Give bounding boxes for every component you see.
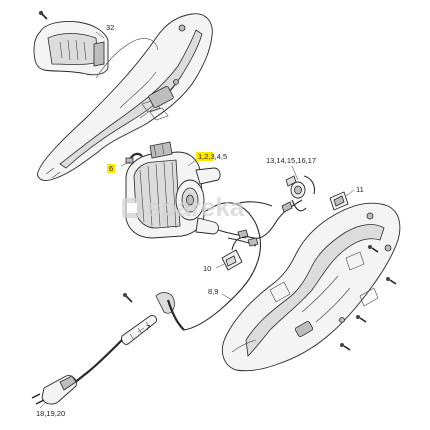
- capacitor: [221, 236, 247, 271]
- callout-18-20: 18,19,20: [36, 409, 65, 418]
- callout-label: 18,19,20: [36, 409, 65, 418]
- callout-11: 11: [356, 185, 364, 194]
- callout-1-5: 1,2,3,4,5: [196, 152, 227, 161]
- leader-lines: [39, 31, 355, 409]
- screw-right-low: [356, 315, 367, 323]
- cord-strain-relief: [121, 292, 185, 345]
- callout-13-17: 13,14,15,16,17: [266, 156, 316, 165]
- callout-label: 10: [203, 264, 211, 273]
- callout-label: 8,9: [208, 287, 218, 296]
- callout-32: 32: [106, 23, 114, 32]
- callout-label: 13,14,15,16,17: [266, 156, 316, 165]
- callout-label: 6: [109, 164, 113, 173]
- screw-right-mid: [386, 277, 397, 285]
- switch-module: [285, 175, 316, 212]
- trigger-lock-part: [329, 191, 349, 211]
- callout-6: 6: [107, 164, 115, 173]
- wiring-harness: [183, 199, 303, 331]
- callout-10: 10: [203, 264, 211, 273]
- label-highlight: [107, 164, 115, 173]
- screw-top-left: [38, 10, 48, 20]
- callout-label: 7: [146, 323, 150, 332]
- callout-label: 11: [356, 185, 364, 194]
- screw-right-bottom: [340, 343, 351, 351]
- screw-cord-area: [123, 293, 133, 303]
- screw-right-top: [368, 245, 379, 253]
- bar-guard-cover: [33, 21, 109, 76]
- housing-left-half: [37, 13, 213, 181]
- label-highlight: [196, 152, 213, 161]
- callout-label: 32: [106, 23, 114, 32]
- watermark-text: spareka: [146, 192, 245, 222]
- callout-label: 1,2,3,4,5: [198, 152, 227, 161]
- spring-clip: [125, 152, 143, 164]
- motor-assembly: [125, 141, 221, 239]
- power-cord-plug: [31, 339, 123, 405]
- watermark: spareka: [122, 192, 245, 222]
- housing-right-half: [222, 202, 401, 372]
- callout-7: 7: [146, 323, 150, 332]
- callout-8-9: 8,9: [208, 287, 218, 296]
